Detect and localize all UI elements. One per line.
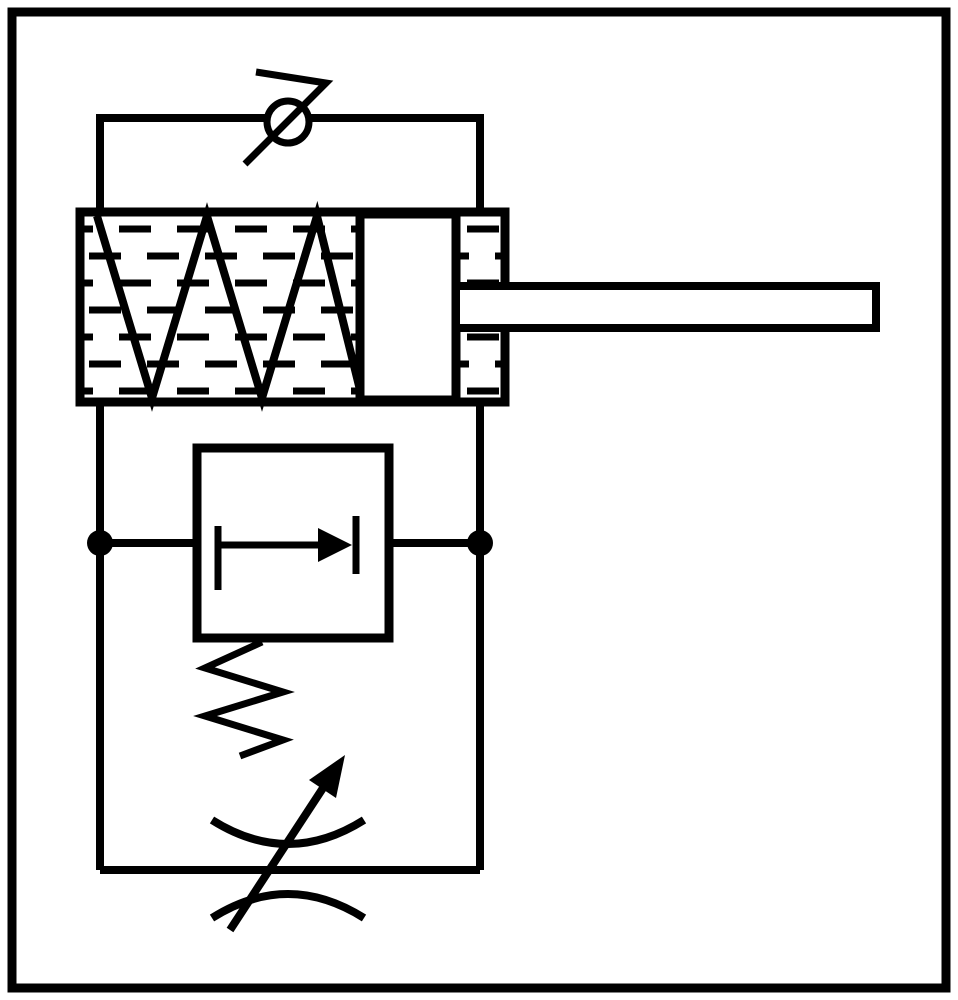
adjustment-arrow-shaft <box>226 785 327 933</box>
piston-rod <box>452 282 880 332</box>
relief-spring-icon <box>193 638 295 760</box>
throttle-arc-bottom <box>209 890 367 922</box>
cylinder-return-spring-icon <box>93 200 366 412</box>
outer-frame <box>7 7 951 993</box>
cylinder <box>75 200 880 412</box>
relief-valve <box>87 443 493 760</box>
check-valve <box>242 68 334 167</box>
adjustment-arrowhead-icon <box>309 755 345 798</box>
check-valve-seat-icon <box>242 68 334 167</box>
junction-dot-right <box>467 530 493 556</box>
piston <box>355 209 461 405</box>
valve-flow-arrowhead-icon <box>318 528 352 562</box>
adjustable-throttle <box>209 755 367 933</box>
junction-dot-left <box>87 530 113 556</box>
circuit-lines <box>96 114 484 874</box>
